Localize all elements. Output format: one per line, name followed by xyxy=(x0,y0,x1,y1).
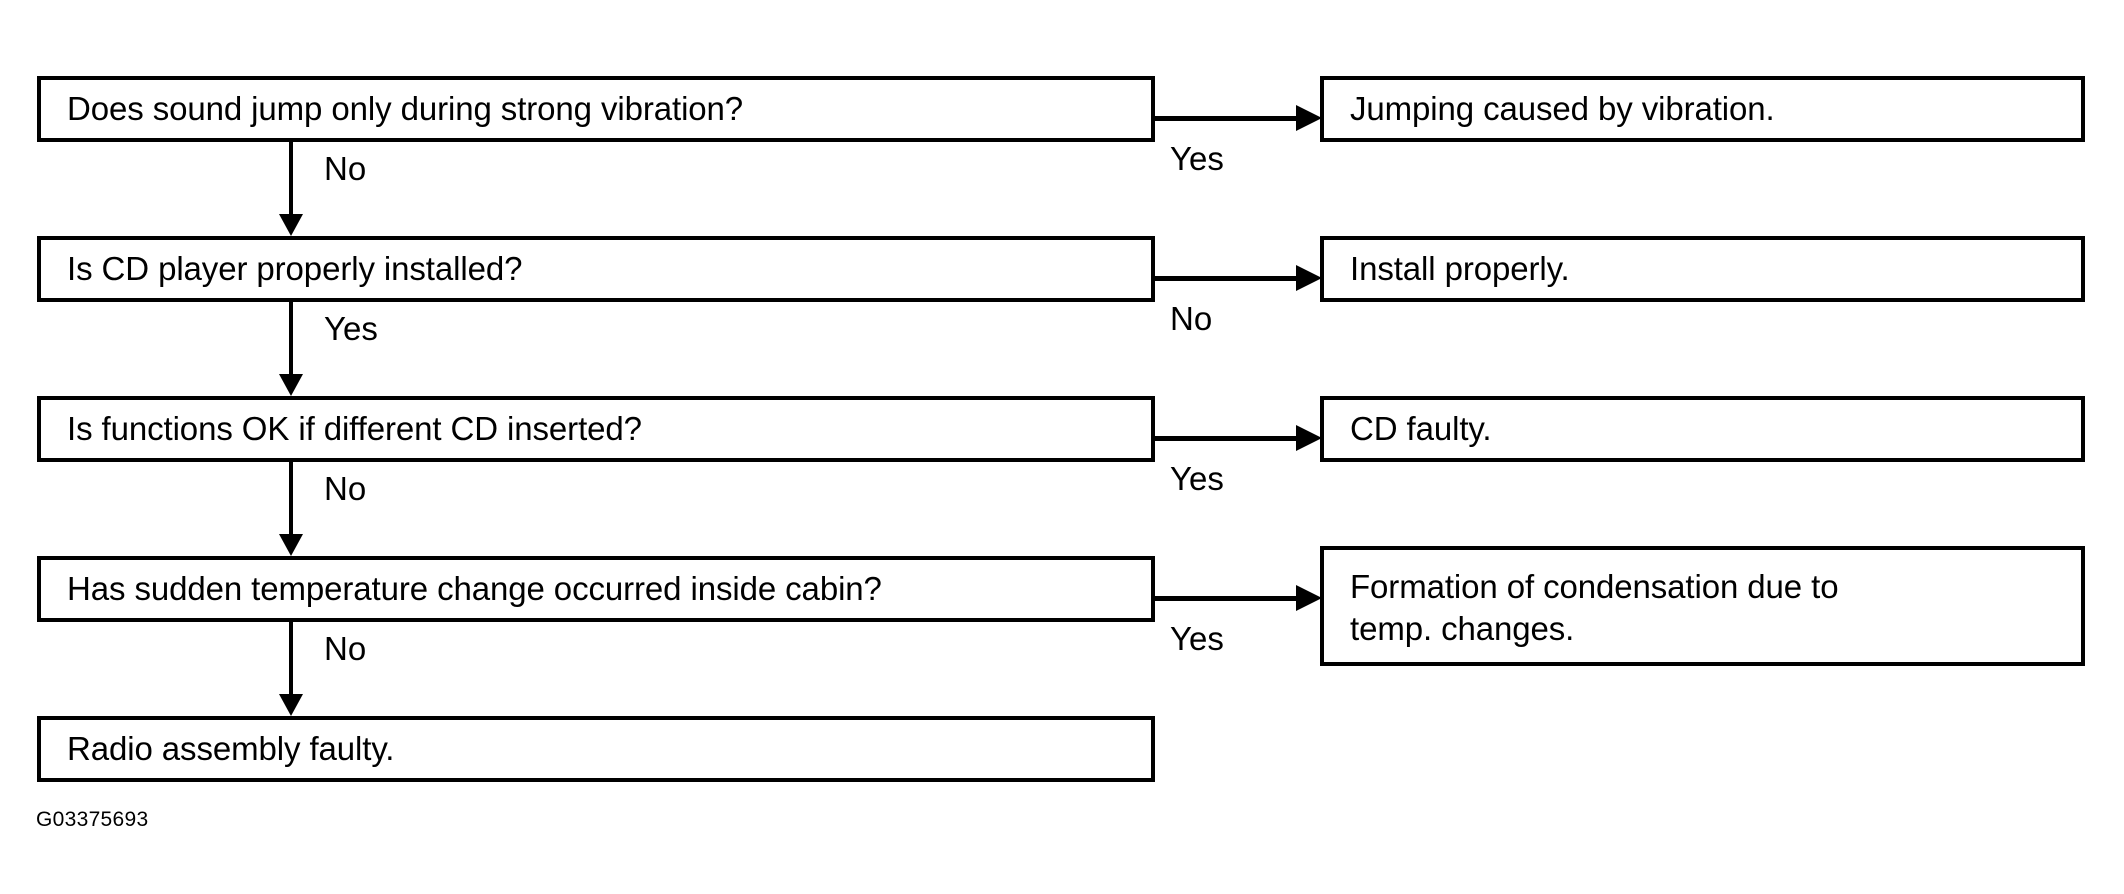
result-box-2-label: Install properly. xyxy=(1350,249,1570,287)
question-box-1-label: Does sound jump only during strong vibra… xyxy=(67,89,744,127)
connector-down-2 xyxy=(289,302,293,380)
arrowhead-right-3-icon xyxy=(1296,425,1322,451)
result-box-3-label: CD faulty. xyxy=(1350,409,1492,447)
arrowhead-right-2-icon xyxy=(1296,265,1322,291)
question-box-3-label: Is functions OK if different CD inserted… xyxy=(67,409,642,447)
arrowhead-down-1-icon xyxy=(279,214,303,236)
arrowhead-right-1-icon xyxy=(1296,105,1322,131)
connector-right-2 xyxy=(1155,276,1298,281)
connector-down-4 xyxy=(289,622,293,700)
result-box-1[interactable]: Jumping caused by vibration. xyxy=(1320,76,2085,142)
connector-down-1 xyxy=(289,142,293,220)
branch-label-right-2: No xyxy=(1170,300,1213,337)
branch-label-down-3: No xyxy=(324,470,367,507)
result-box-3[interactable]: CD faulty. xyxy=(1320,396,2085,462)
question-box-2[interactable]: Is CD player properly installed? xyxy=(37,236,1155,302)
question-box-2-label: Is CD player properly installed? xyxy=(67,249,523,287)
terminal-box-label: Radio assembly faulty. xyxy=(67,729,395,767)
connector-right-3 xyxy=(1155,436,1298,441)
branch-label-right-4: Yes xyxy=(1170,620,1224,657)
branch-label-right-3: Yes xyxy=(1170,460,1224,497)
question-box-1[interactable]: Does sound jump only during strong vibra… xyxy=(37,76,1155,142)
result-box-4[interactable]: Formation of condensation due to temp. c… xyxy=(1320,546,2085,666)
figure-code: G03375693 xyxy=(36,808,149,831)
branch-label-down-1: No xyxy=(324,150,367,187)
connector-down-3 xyxy=(289,462,293,540)
question-box-4[interactable]: Has sudden temperature change occurred i… xyxy=(37,556,1155,622)
terminal-box-radio-assembly-faulty[interactable]: Radio assembly faulty. xyxy=(37,716,1155,782)
arrowhead-down-4-icon xyxy=(279,694,303,716)
arrowhead-down-3-icon xyxy=(279,534,303,556)
arrowhead-down-2-icon xyxy=(279,374,303,396)
result-box-2[interactable]: Install properly. xyxy=(1320,236,2085,302)
question-box-3[interactable]: Is functions OK if different CD inserted… xyxy=(37,396,1155,462)
arrowhead-right-4-icon xyxy=(1296,585,1322,611)
branch-label-down-4: No xyxy=(324,630,367,667)
connector-right-4 xyxy=(1155,596,1298,601)
connector-right-1 xyxy=(1155,116,1298,121)
result-box-4-label: Formation of condensation due to temp. c… xyxy=(1350,568,1839,648)
result-box-1-label: Jumping caused by vibration. xyxy=(1350,89,1775,127)
question-box-4-label: Has sudden temperature change occurred i… xyxy=(67,569,882,607)
branch-label-down-2: Yes xyxy=(324,310,378,347)
branch-label-right-1: Yes xyxy=(1170,140,1224,177)
